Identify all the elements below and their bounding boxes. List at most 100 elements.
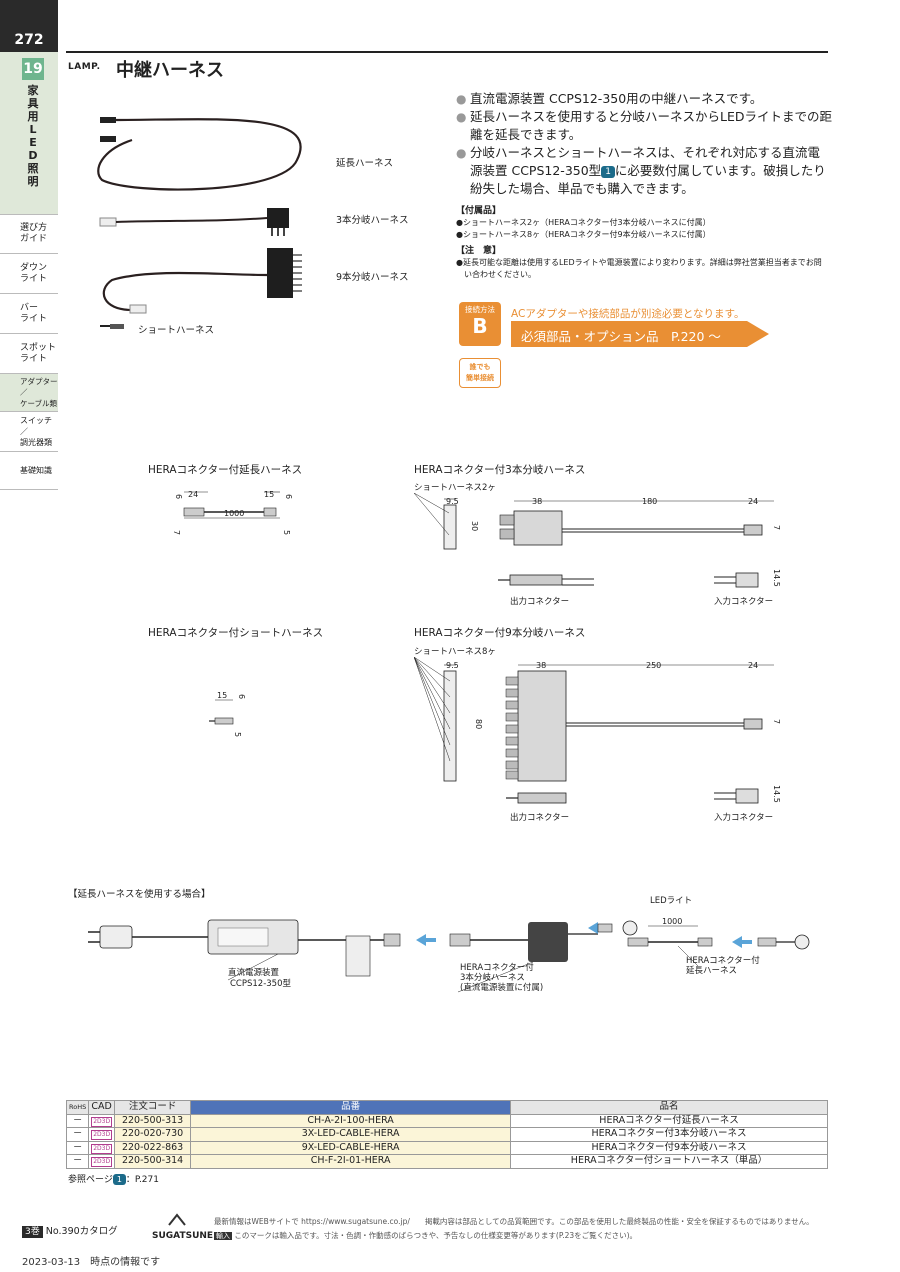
drawing-9way-harness: 9.5 38 250 24 80 7 14.5 xyxy=(414,657,781,804)
sidebar-item-guide[interactable]: 選び方 ガイド xyxy=(0,214,58,254)
dim-label: 5 xyxy=(282,530,291,535)
required-parts-note: ACアダプターや接続部品が別途必要となります。 xyxy=(511,308,745,320)
page-number: 272 xyxy=(0,28,58,52)
dim-label: 30 xyxy=(470,521,479,531)
label-output-connector: 出力コネクター xyxy=(510,597,570,607)
reference-badge[interactable]: 1 xyxy=(601,166,615,178)
footer-notes: 最新情報はWEBサイトで https://www.sugatsune.co.jp… xyxy=(214,1217,814,1240)
product-table: RoHS CAD 注文コード 品番 品名 － 2D3D 220-500-313 … xyxy=(65,1100,828,1169)
accessories-section: 【付属品】 ●ショートハーネス2ヶ（HERAコネクター付3本分岐ハーネスに付属）… xyxy=(456,205,832,241)
footer-date: 2023-03-13 時点の情報です xyxy=(22,1257,161,1268)
label-extension-harness: 延長ハーネス xyxy=(336,158,394,169)
accessories-line: ●ショートハーネス2ヶ（HERAコネクター付3本分岐ハーネスに付属） xyxy=(456,218,711,227)
col-cad: CAD xyxy=(88,1100,116,1115)
drawing-extension-harness: 24 15 1000 6 6 7 5 xyxy=(172,490,293,535)
description-bullet: 分岐ハーネスとショートハーネスは、それぞれ対応する直流電源装置 CCPS12-3… xyxy=(456,144,832,198)
connection-method-badge: 接続方法 B xyxy=(459,302,501,346)
dim-label: 9.5 xyxy=(446,497,459,506)
callout-short-harness-2: ショートハーネス2ヶ xyxy=(414,483,496,493)
col-order-code: 注文コード xyxy=(114,1100,192,1115)
dim-label: 6 xyxy=(237,694,246,699)
sidebar-item-downlight[interactable]: ダウン ライト xyxy=(0,254,58,294)
dim-label: 15 xyxy=(217,691,227,700)
description-bullet: 延長ハーネスを使用すると分岐ハーネスからLEDライトまでの距離を延長できます。 xyxy=(456,108,832,144)
easy-connection-badge: 誰でも 簡単接続 xyxy=(459,358,501,388)
label-3way-harness: 3本分岐ハーネス xyxy=(336,215,409,226)
col-part-number: 品番 xyxy=(190,1100,512,1115)
cad-download-icon[interactable]: 2D3D xyxy=(91,1143,113,1154)
dim-label: 14.5 xyxy=(772,785,781,803)
logo-mark-icon xyxy=(168,1213,186,1226)
table-row[interactable]: － 2D3D 220-022-863 9X-LED-CABLE-HERA HER… xyxy=(65,1140,828,1155)
chapter-title: 家具用LED照明 xyxy=(27,84,39,188)
reference-badge[interactable]: 1 xyxy=(112,1174,126,1185)
caution-section: 【注 意】 ●延長可能な距離は使用するLEDライトや電源装置により変わります。詳… xyxy=(456,245,832,281)
usage-dim-label: 1000 xyxy=(662,917,682,926)
sidebar-item-basics[interactable]: 基礎知識 xyxy=(0,452,58,490)
drawing-title-extension: HERAコネクター付延長ハーネス xyxy=(148,464,303,476)
sugatsune-logo: SUGATSUNE xyxy=(152,1212,213,1241)
label-input-connector: 入力コネクター xyxy=(714,813,774,823)
dim-label: 250 xyxy=(646,661,661,670)
dim-label: 14.5 xyxy=(772,569,781,587)
product-description: 直流電源装置 CCPS12-350用の中継ハーネスです。 延長ハーネスを使用する… xyxy=(456,90,832,198)
dim-label: 7 xyxy=(172,530,181,535)
footer-catalog: 3巻 No.390カタログ xyxy=(22,1223,118,1238)
dim-label: 38 xyxy=(532,497,542,506)
label-input-connector: 入力コネクター xyxy=(714,597,774,607)
usage-title: 【延長ハーネスを使用する場合】 xyxy=(68,889,211,900)
dim-label: 180 xyxy=(642,497,657,506)
dim-label: 7 xyxy=(772,525,781,530)
dim-label: 38 xyxy=(536,661,546,670)
label-short-harness: ショートハーネス xyxy=(138,325,215,336)
dim-label: 7 xyxy=(772,719,781,724)
usage-diagram: 1000 xyxy=(88,917,810,993)
table-row[interactable]: － 2D3D 220-020-730 3X-LED-CABLE-HERA HER… xyxy=(65,1127,828,1142)
brand-logo: LAMP. xyxy=(68,62,101,72)
drawing-short-harness: 15 6 5 xyxy=(209,691,246,737)
dim-label: 24 xyxy=(748,661,758,670)
import-badge: 輸入 xyxy=(214,1232,232,1240)
description-bullet: 直流電源装置 CCPS12-350用の中継ハーネスです。 xyxy=(456,90,832,108)
accessories-heading: 【付属品】 xyxy=(456,206,502,216)
dim-label: 15 xyxy=(264,490,274,499)
drawing-3way-harness: 9.5 38 180 24 30 7 14.5 xyxy=(414,493,781,588)
col-product-name: 品名 xyxy=(510,1100,828,1115)
cad-download-icon[interactable]: 2D3D xyxy=(91,1116,113,1127)
dim-label: 1000 xyxy=(224,509,244,518)
product-photo xyxy=(97,117,302,329)
accessories-line: ●ショートハーネス8ヶ（HERAコネクター付9本分岐ハーネスに付属） xyxy=(456,230,711,239)
cad-download-icon[interactable]: 2D3D xyxy=(91,1130,113,1141)
drawing-title-short: HERAコネクター付ショートハーネス xyxy=(148,627,324,639)
usage-splitter-label: HERAコネクター付 3本分岐ハーネス (直流電源装置に付属) xyxy=(460,963,544,993)
caution-line: い合わせください。 xyxy=(464,270,536,279)
usage-psu-label: 直流電源装置 CCPS12-350型 xyxy=(228,968,291,989)
usage-extension-label: HERAコネクター付 延長ハーネス xyxy=(686,956,760,976)
header-rule xyxy=(66,51,828,53)
label-output-connector: 出力コネクター xyxy=(510,813,570,823)
table-header-row: RoHS CAD 注文コード 品番 品名 xyxy=(65,1100,828,1115)
dim-label: 9.5 xyxy=(446,661,459,670)
caution-line: ●延長可能な距離は使用するLEDライトや電源装置により変わります。詳細は弊社営業… xyxy=(456,258,822,267)
cad-download-icon[interactable]: 2D3D xyxy=(91,1157,113,1168)
drawing-title-9way: HERAコネクター付9本分岐ハーネス xyxy=(414,627,586,639)
callout-short-harness-8: ショートハーネス8ヶ xyxy=(414,647,496,657)
arrow-shape xyxy=(511,321,769,347)
usage-led-label: LEDライト xyxy=(650,896,693,906)
required-parts-link[interactable]: 必須部品・オプション品 P.220 ～ xyxy=(511,321,769,347)
sidebar-item-spotlight[interactable]: スポット ライト xyxy=(0,334,58,374)
table-row[interactable]: － 2D3D 220-500-314 CH-F-2I-01-HERA HERAコ… xyxy=(65,1154,828,1169)
volume-badge: 3巻 xyxy=(22,1226,43,1238)
sidebar: 272 19 家具用LED照明 選び方 ガイド ダウン ライト バー ライト ス… xyxy=(0,0,58,1272)
col-rohs: RoHS xyxy=(65,1100,90,1115)
dim-label: 80 xyxy=(474,719,483,729)
label-9way-harness: 9本分岐ハーネス xyxy=(336,272,409,283)
sidebar-item-switch[interactable]: スイッチ／ 調光器類 xyxy=(0,412,58,452)
sidebar-item-barlight[interactable]: バー ライト xyxy=(0,294,58,334)
table-row[interactable]: － 2D3D 220-500-313 CH-A-2I-100-HERA HERA… xyxy=(65,1113,828,1128)
drawing-title-3way: HERAコネクター付3本分岐ハーネス xyxy=(414,464,586,476)
dim-label: 6 xyxy=(174,494,183,499)
sidebar-item-adapter[interactable]: アダプター／ ケーブル類 xyxy=(0,374,58,412)
dim-label: 24 xyxy=(748,497,758,506)
